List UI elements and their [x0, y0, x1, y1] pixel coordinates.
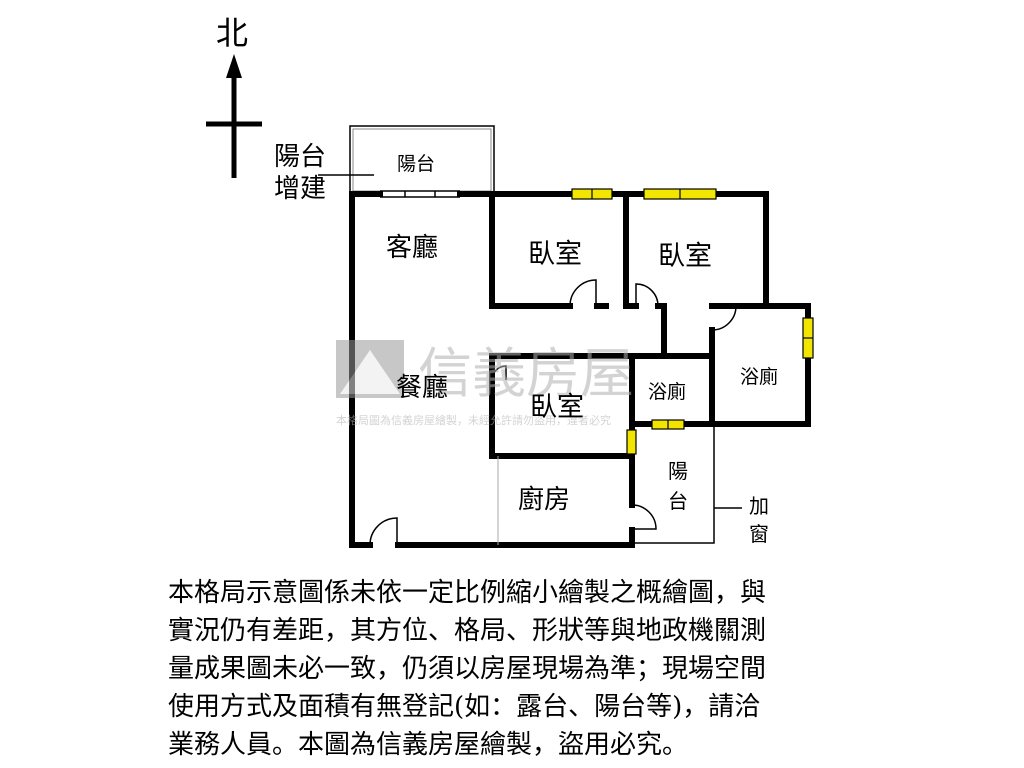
window-kitchen-side	[626, 429, 637, 455]
label-added-window: 加窗	[749, 494, 769, 546]
label-bathroom-1: 浴廁	[648, 380, 686, 403]
disclaimer-text: 本格局示意圖係未依一定比例縮小繪製之概繪圖，與 實況仍有差距，其方位、格局、形狀…	[168, 578, 767, 760]
door-swings	[369, 279, 737, 546]
label-dining-room: 餐廳	[396, 373, 448, 403]
windows	[571, 188, 814, 455]
floor-plan: 北	[206, 14, 814, 548]
compass-north-label: 北	[216, 14, 248, 52]
label-bedroom-3: 臥室	[530, 392, 584, 423]
watermark-notice: 本格局圖為信義房屋繪製，未經允許請勿盜用，違者必究	[336, 413, 611, 427]
side-balcony-outline	[632, 426, 715, 544]
north-arrow-icon	[206, 54, 262, 178]
label-balcony-addition: 陽台增建	[274, 142, 326, 204]
sliding-door	[380, 190, 460, 198]
watermark-brand: 信義房屋	[418, 342, 634, 405]
label-kitchen: 廚房	[518, 485, 570, 515]
label-living-room: 客廳	[386, 233, 438, 263]
label-balcony-side: 陽台	[668, 459, 688, 513]
label-bedroom-1: 臥室	[528, 239, 582, 270]
watermark-logo-icon	[336, 340, 404, 398]
watermark: 信義房屋 本格局圖為信義房屋繪製，未經允許請勿盜用，違者必究	[336, 340, 634, 427]
label-bedroom-2: 臥室	[658, 241, 712, 272]
label-bathroom-2: 浴廁	[740, 365, 778, 388]
label-balcony-top: 陽台	[397, 153, 435, 175]
